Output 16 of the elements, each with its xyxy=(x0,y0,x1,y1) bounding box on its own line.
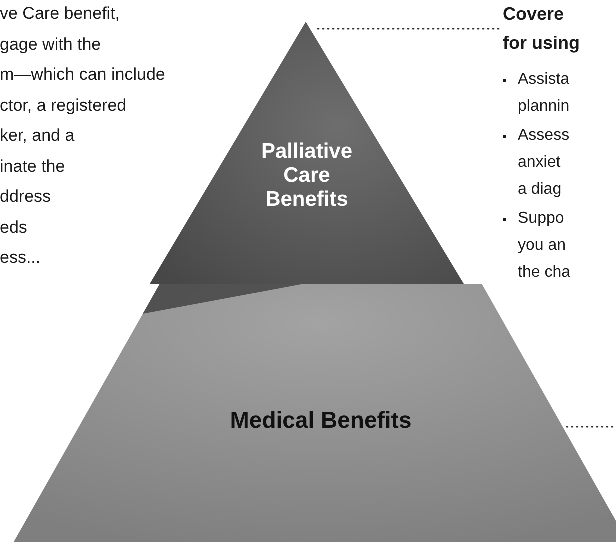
body-text: gage with the xyxy=(0,34,102,56)
section-heading: Covere for using xyxy=(503,3,581,55)
tier-label: Palliative Care Benefits xyxy=(260,140,354,212)
body-text: ve Care benefit, xyxy=(0,3,120,25)
body-text: eds xyxy=(0,216,28,238)
list-item: Assista plannin xyxy=(518,70,571,117)
body-text: ctor, a registered xyxy=(0,94,127,116)
body-text: ker, and a xyxy=(0,125,75,147)
list-item: Assess anxiet a diag xyxy=(518,126,571,200)
body-text: ddress xyxy=(0,186,52,208)
list-item: Suppo you an the cha xyxy=(518,209,572,283)
body-text: ess... xyxy=(0,247,41,269)
leader-line xyxy=(566,426,616,428)
tier-label: Medical Benefits xyxy=(229,406,413,434)
body-text: inate the xyxy=(0,156,66,178)
body-text: m—which can include xyxy=(0,64,166,86)
